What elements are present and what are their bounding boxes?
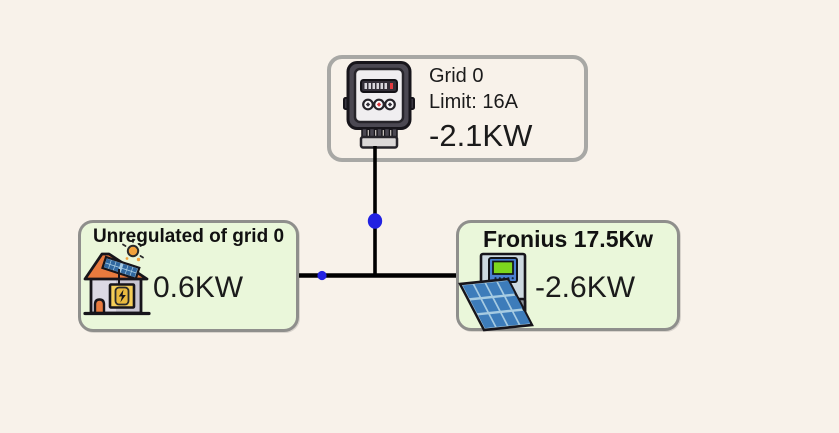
unregulated-load-power-value: 0.6KW bbox=[153, 271, 244, 304]
node-grid[interactable]: Grid 0 Limit: 16A -2.1KW bbox=[327, 55, 588, 162]
solar-inverter-icon bbox=[458, 252, 534, 332]
junction-dot-load bbox=[317, 270, 327, 281]
solar-house-icon bbox=[83, 238, 151, 316]
junction-dot-grid bbox=[367, 213, 383, 229]
grid-title: Grid 0 bbox=[429, 65, 484, 87]
node-unregulated-load[interactable]: Unregulated of grid 0 bbox=[78, 220, 299, 332]
inverter-power-value: -2.6KW bbox=[535, 271, 636, 304]
inverter-title: Fronius 17.5Kw bbox=[483, 226, 653, 252]
node-inverter[interactable]: Fronius 17.5Kw bbox=[456, 220, 680, 332]
unregulated-load-title: Unregulated of grid 0 bbox=[92, 226, 285, 247]
grid-power-value: -2.1KW bbox=[429, 118, 533, 154]
grid-limit: Limit: 16A bbox=[429, 90, 518, 113]
electricity-meter-icon bbox=[343, 61, 415, 149]
